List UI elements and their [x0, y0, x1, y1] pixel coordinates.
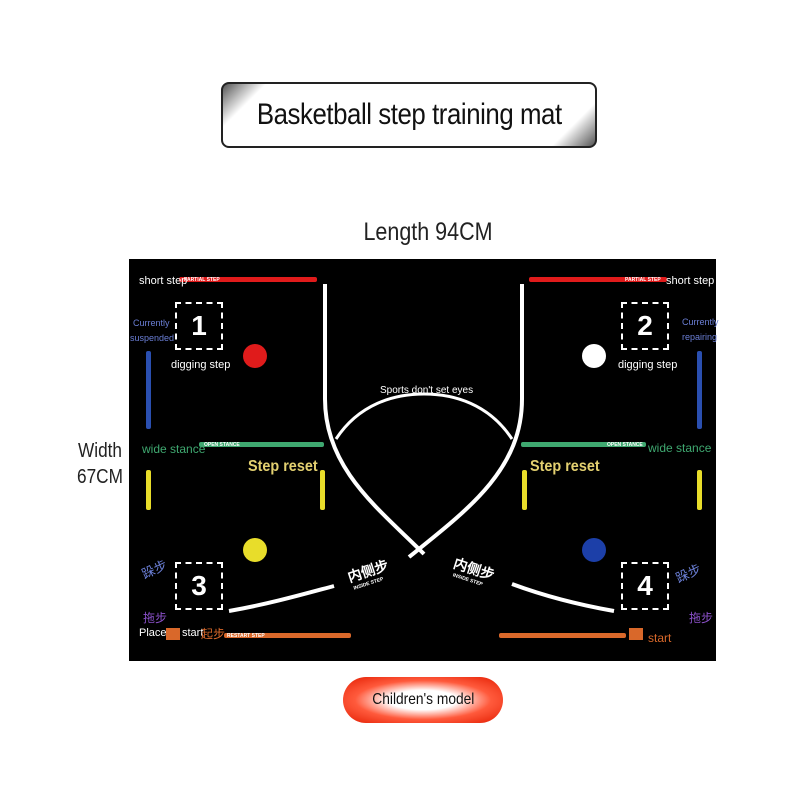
sports-text: Sports don't set eyes [380, 385, 474, 396]
blue-lane-left [146, 351, 151, 429]
childrens-model-label: Children's model [371, 691, 475, 708]
restart-step-line-left [224, 633, 351, 638]
open-stance-tag-right: OPEN STANCE [607, 442, 643, 448]
box-1: 1 [175, 302, 223, 350]
curve-left [323, 284, 426, 556]
curve-right [407, 284, 524, 559]
box-3: 3 [175, 562, 223, 610]
place-label: Place [139, 627, 167, 639]
start-step-cn-left: 起步 [201, 627, 226, 641]
partial-step-line-left [179, 277, 317, 282]
currently-repairing-2: repairing [682, 332, 718, 342]
page-title: Basketball step training mat [256, 98, 562, 131]
digging-step-left: digging step [171, 359, 231, 371]
drag-step-cn-right: 拖步 [689, 611, 714, 625]
width-dimension: Width 67CM [74, 438, 126, 490]
wide-stance-right: wide stance [648, 441, 712, 455]
wide-stance-left: wide stance [142, 442, 206, 456]
restart-step-line-right [499, 633, 626, 638]
partial-step-tag-left: PARTIAL STEP [184, 277, 220, 283]
step-reset-left: Step reset [248, 458, 318, 475]
start-label-right: start [648, 631, 672, 645]
red-dot [243, 344, 267, 368]
yellow-lane-left-inner [320, 470, 325, 510]
curve-inner-right [423, 392, 514, 440]
width-value: 67CM [77, 466, 123, 488]
open-stance-tag-left: OPEN STANCE [204, 442, 240, 448]
currently-suspended-1: Currently [133, 318, 170, 328]
width-label: Width [78, 440, 122, 462]
short-step-right: short step [666, 275, 715, 287]
box-4: 4 [621, 562, 669, 610]
training-mat: short step short step PARTIAL STEP PARTI… [129, 259, 719, 661]
white-dot [582, 344, 606, 368]
yellow-lane-left-outer [146, 470, 151, 510]
start-marker-right [629, 628, 643, 640]
digging-step-right: digging step [618, 359, 678, 371]
start-label-left: start [182, 627, 204, 639]
title-banner: Basketball step training mat [221, 82, 597, 148]
currently-suspended-2: suspended [130, 333, 175, 343]
blue-lane-right [697, 351, 702, 429]
bottom-curve-left [228, 584, 335, 613]
open-stance-line-left [199, 442, 324, 447]
yellow-lane-right-outer [697, 470, 702, 510]
step-reset-right: Step reset [530, 458, 600, 475]
open-stance-line-right [521, 442, 646, 447]
box-2: 2 [621, 302, 669, 350]
partial-step-line-right [529, 277, 667, 282]
currently-repairing-1: Currently [682, 317, 719, 327]
bottom-curve-right [511, 582, 615, 613]
drag-step-cn-left: 拖步 [143, 611, 168, 625]
childrens-model-badge: Children's model [343, 677, 503, 723]
mat-graphics [146, 277, 702, 640]
length-dimension: Length 94CM [363, 218, 493, 246]
restart-step-tag-left: RESTART STEP [227, 633, 265, 639]
blue-dot [582, 538, 606, 562]
curve-inner-left [334, 392, 425, 440]
short-step-left: short step [139, 275, 188, 287]
partial-step-tag-right: PARTIAL STEP [625, 277, 661, 283]
start-marker-left [166, 628, 180, 640]
yellow-dot [243, 538, 267, 562]
yellow-lane-right-inner [522, 470, 527, 510]
